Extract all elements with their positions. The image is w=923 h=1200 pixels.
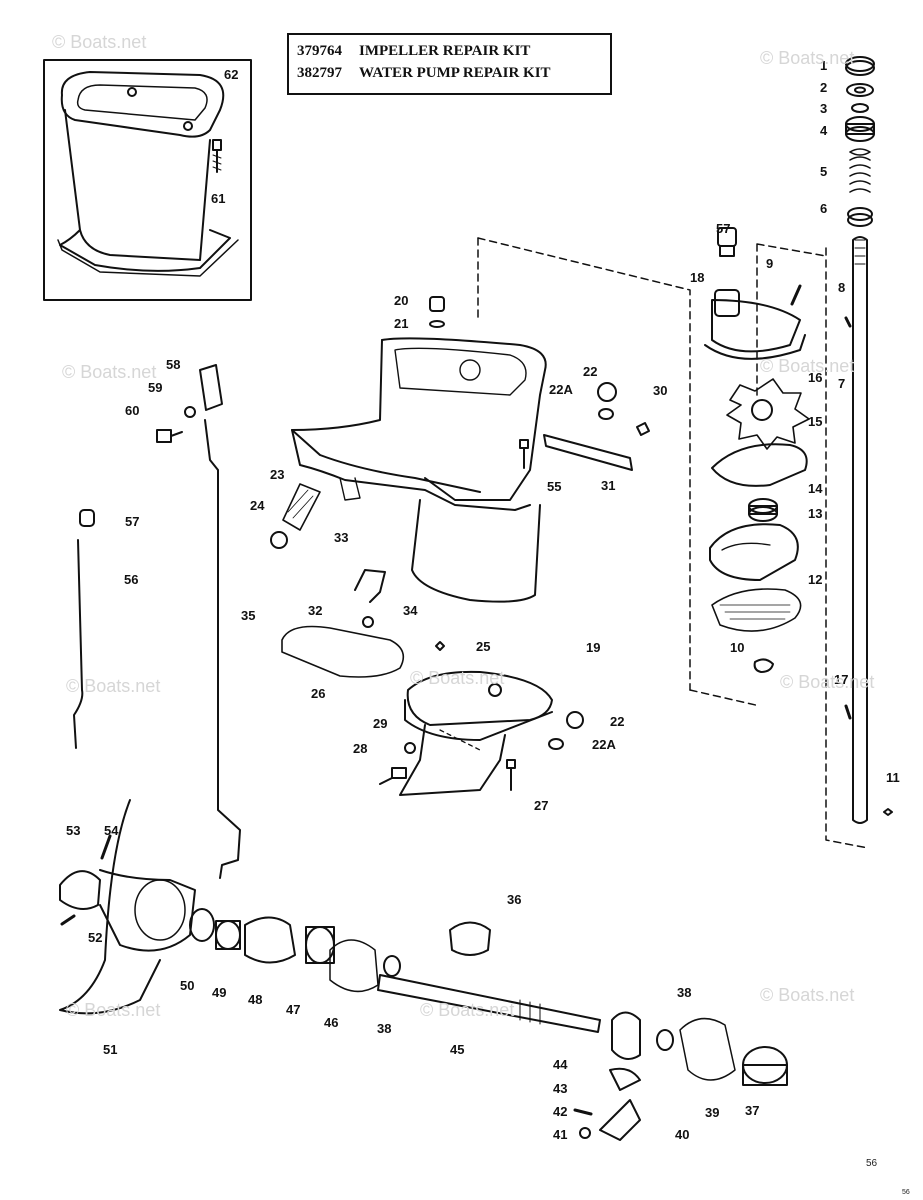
driveshaft-stack — [825, 56, 893, 849]
small-hardware — [73, 296, 650, 791]
callout-label: 50 — [180, 978, 195, 993]
callout-label: 22 — [610, 714, 625, 729]
repair-kit-row: 379764 IMPELLER REPAIR KIT — [297, 40, 602, 62]
inset-housing-62 — [43, 59, 252, 301]
callout-label: 28 — [353, 741, 368, 756]
callout-label: 56 — [124, 572, 139, 587]
callout-label: 58 — [166, 357, 181, 372]
callout-label: 36 — [507, 892, 522, 907]
kit-name: WATER PUMP REPAIR KIT — [359, 65, 551, 81]
callout-label: 32 — [308, 603, 323, 618]
watermark-text: © Boats.net — [52, 32, 147, 52]
callout-label: 45 — [450, 1042, 465, 1057]
callout-label: 6 — [820, 201, 828, 216]
watermark-text: © Boats.net — [760, 356, 855, 376]
page-number-small: 56 — [902, 1189, 910, 1196]
callout-label: 46 — [324, 1015, 339, 1030]
watermark-text: © Boats.net — [420, 1000, 515, 1020]
watermark-text: © Boats.net — [780, 672, 875, 692]
callout-label: 57 — [716, 221, 731, 236]
callout-label: 42 — [553, 1104, 568, 1119]
callout-label: 53 — [66, 823, 81, 838]
callout-label: 52 — [88, 930, 103, 945]
watermark-text: © Boats.net — [410, 668, 505, 688]
callout-label: 38 — [377, 1021, 392, 1036]
callout-label: 3 — [820, 101, 828, 116]
callout-label: 48 — [248, 992, 263, 1007]
callout-label: 31 — [601, 478, 616, 493]
watermark-text: © Boats.net — [66, 1000, 161, 1020]
repair-kit-box: 379764 IMPELLER REPAIR KIT 382797 WATER PU… — [287, 33, 612, 95]
callout-label: 27 — [534, 798, 549, 813]
callout-label: 14 — [808, 481, 823, 496]
callout-label: 29 — [373, 716, 388, 731]
repair-kit-row: 382797 WATER PUMP REPAIR KIT — [297, 62, 602, 84]
callout-label: 21 — [394, 316, 409, 331]
callout-label: 34 — [403, 603, 418, 618]
callout-label: 22A — [549, 382, 573, 397]
callout-label: 2 — [820, 80, 828, 95]
callout-label: 41 — [553, 1127, 568, 1142]
gearcase-housing-19 — [291, 337, 547, 603]
shift-rod-35 — [204, 419, 241, 879]
screw-61 — [212, 139, 222, 173]
callout-label: 47 — [286, 1002, 301, 1017]
callout-label: 15 — [808, 414, 823, 429]
callout-label: 51 — [103, 1042, 118, 1057]
callout-label: 11 — [886, 770, 900, 785]
watermark-text: © Boats.net — [62, 362, 157, 382]
callout-label: 35 — [241, 608, 256, 623]
callout-label: 1 — [820, 58, 828, 73]
watermark-text: © Boats.net — [66, 676, 161, 696]
callout-label: 8 — [838, 280, 846, 295]
callout-label: 55 — [547, 479, 562, 494]
kit-number: 382797 — [297, 65, 342, 81]
callout-label: 16 — [808, 370, 823, 385]
callout-label: 25 — [476, 639, 491, 654]
callout-label: 19 — [586, 640, 601, 655]
callout-label: 5 — [820, 164, 828, 179]
page-number: 56 — [866, 1158, 878, 1169]
callout-label: 4 — [820, 123, 828, 138]
lower-gearcase — [399, 670, 553, 796]
callout-label: 9 — [766, 256, 774, 271]
callout-label: 26 — [311, 686, 326, 701]
callout-label: 44 — [553, 1057, 568, 1072]
callout-label: 23 — [270, 467, 285, 482]
callout-label: 57 — [125, 514, 140, 529]
kit-number: 379764 — [297, 43, 342, 59]
kit-name: IMPELLER REPAIR KIT — [359, 43, 531, 59]
callout-label: 37 — [745, 1103, 760, 1118]
callout-label: 33 — [334, 530, 349, 545]
callout-label: 10 — [730, 640, 745, 655]
callout-label: 39 — [705, 1105, 720, 1120]
callout-label: 12 — [808, 572, 823, 587]
callout-label: 54 — [104, 823, 119, 838]
callout-label: 20 — [394, 293, 409, 308]
water-pump-assembly — [477, 227, 827, 707]
callout-label: 62 — [224, 67, 239, 82]
watermark-text: © Boats.net — [760, 48, 855, 68]
callout-label: 17 — [834, 672, 849, 687]
callout-label: 7 — [838, 376, 846, 391]
callout-label: 22A — [592, 737, 616, 752]
callout-label: 18 — [690, 270, 705, 285]
callout-label: 61 — [211, 191, 226, 206]
callout-label: 22 — [583, 364, 598, 379]
callout-label: 38 — [677, 985, 692, 1000]
callout-label: 43 — [553, 1081, 568, 1096]
callout-label: 30 — [653, 383, 668, 398]
callout-label: 49 — [212, 985, 227, 1000]
watermark-text: © Boats.net — [760, 985, 855, 1005]
callout-label: 59 — [148, 380, 163, 395]
callout-label: 13 — [808, 506, 823, 521]
propeller-shaft-assembly — [59, 799, 788, 1141]
callout-label: 24 — [250, 498, 265, 513]
callout-label: 40 — [675, 1127, 690, 1142]
callout-label: 60 — [125, 403, 140, 418]
